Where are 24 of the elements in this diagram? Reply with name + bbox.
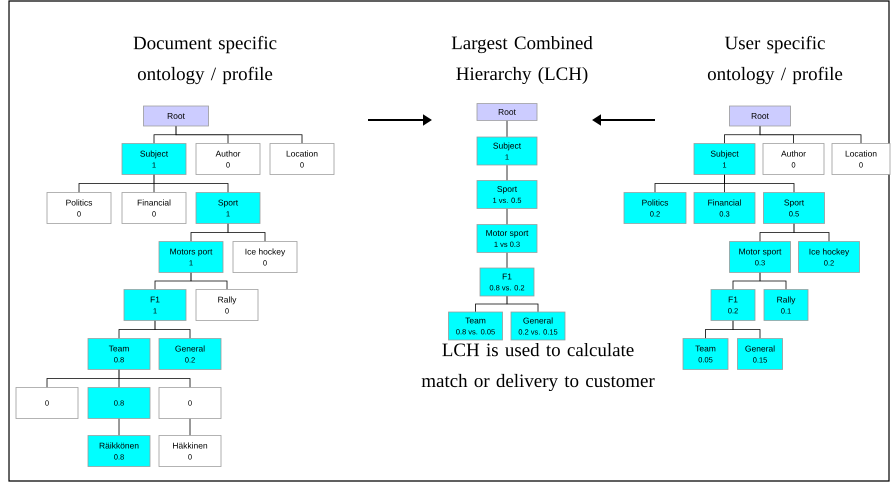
- tree-connector: [732, 320, 760, 338]
- tree-connector: [154, 320, 190, 338]
- root-box: Root: [729, 106, 791, 126]
- tree-connector: [724, 174, 794, 192]
- heading: Document specific ontology / profile: [134, 36, 276, 84]
- tree-connector: [760, 272, 786, 290]
- tree-connector: [506, 296, 538, 312]
- tree-connector: [760, 126, 862, 144]
- root-box: Root: [143, 106, 209, 126]
- root-box: Root: [476, 103, 538, 121]
- tree-connector: [506, 208, 508, 224]
- tree-connector: [506, 165, 508, 180]
- tree-connector: [506, 120, 508, 137]
- heading: User specific ontology / profile: [708, 36, 842, 84]
- tree-connector: [794, 223, 830, 242]
- tree-connector: [190, 272, 228, 290]
- tree-connector: [154, 174, 228, 192]
- tree-connector: [506, 252, 508, 268]
- tree-connector: [118, 370, 190, 388]
- tree-connector: [176, 126, 302, 144]
- tree-connector: [228, 223, 266, 242]
- tree-connector: [118, 418, 120, 436]
- heading: Largest Combined Hierarchy (LCH): [452, 36, 593, 84]
- heading: LCH is used to calculate match or delivery to customer: [422, 342, 655, 392]
